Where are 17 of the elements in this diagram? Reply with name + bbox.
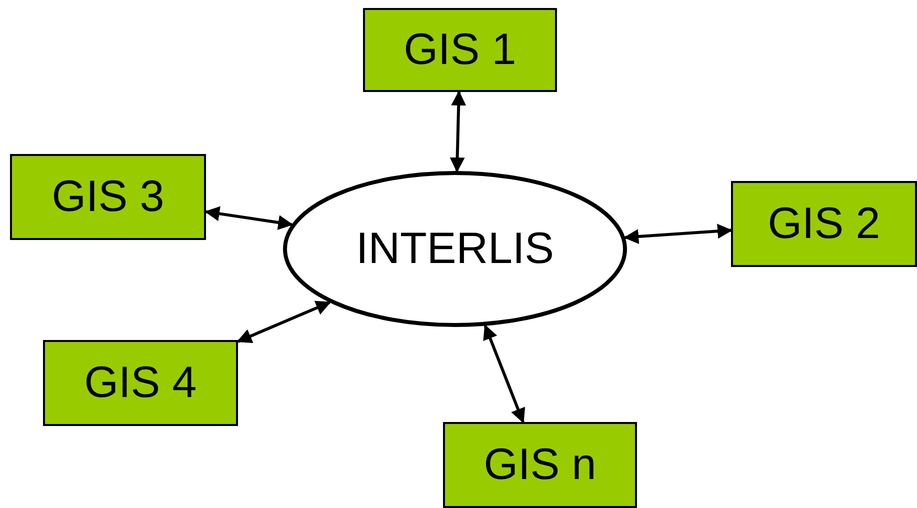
double-arrow [204,206,294,230]
process-box [43,340,238,426]
double-arrow [624,224,732,244]
node-label: GIS 2 [768,199,880,249]
node-label: GIS 3 [52,172,164,222]
process-box [363,8,557,92]
node-label: INTERLIS [356,224,554,274]
double-arrow [236,300,332,344]
node-label: GIS 1 [404,25,516,75]
ellipse-node [283,171,627,327]
node-label: GIS n [484,440,596,490]
process-box [731,181,917,267]
double-arrow [483,324,526,424]
node-label: GIS 4 [84,358,197,408]
process-box [10,154,206,240]
double-arrow [450,90,466,172]
process-box [443,422,637,508]
